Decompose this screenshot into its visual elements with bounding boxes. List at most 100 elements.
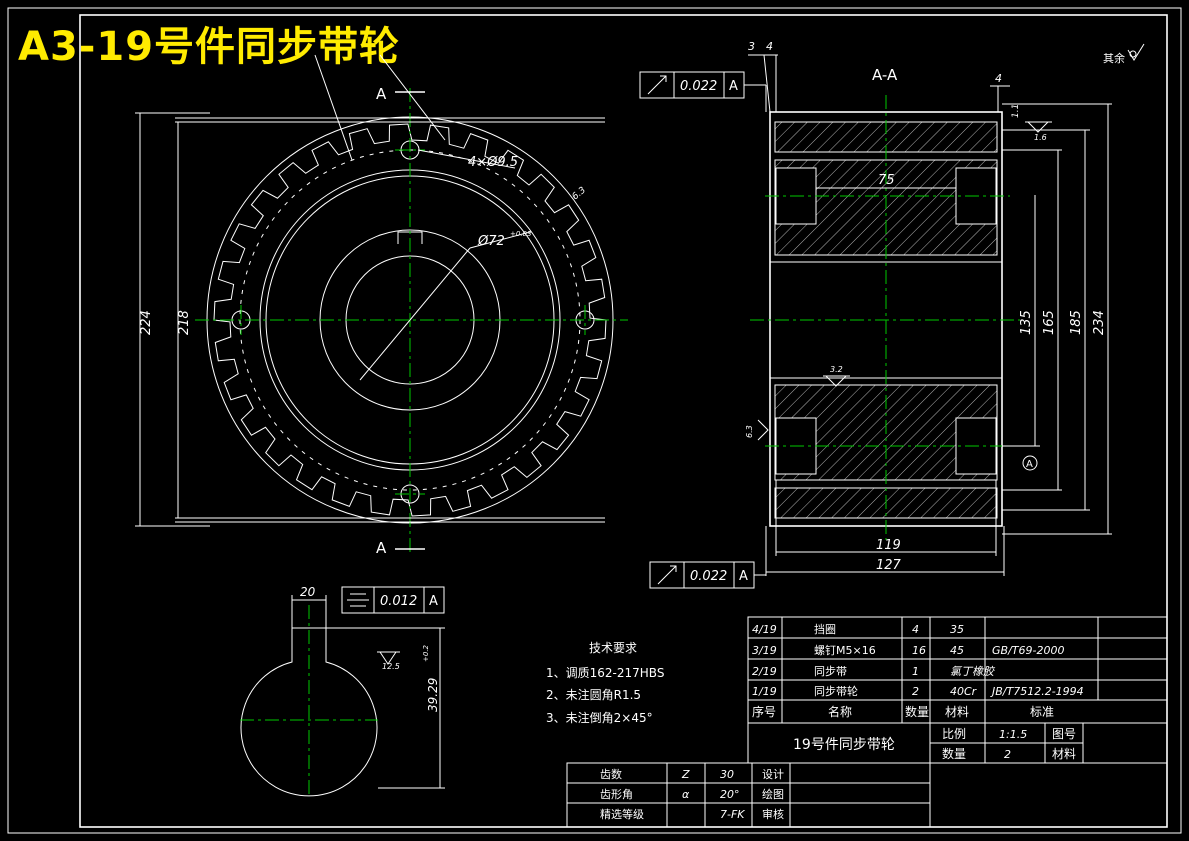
table-grid (929, 723, 1084, 763)
extension-lines (765, 480, 1005, 576)
dim-1-1: 1.1 (1011, 104, 1021, 118)
param-cell: 精选等级 (600, 807, 644, 821)
tolerance-value: 0.012 (380, 594, 417, 609)
extension-lines (291, 595, 327, 628)
dim-185: 185 (1069, 310, 1084, 335)
roughness-symbol (823, 375, 850, 387)
bom-cell: 1/19 (752, 685, 777, 698)
bom-cell: 3/19 (752, 644, 777, 657)
surface-note-circle (1129, 50, 1137, 58)
qty-label: 数量 (942, 746, 966, 761)
dim-3: 3 (748, 40, 755, 53)
bom-cell: 螺钉M5×16 (814, 644, 876, 657)
title-block: 19号件同步带轮 比例 1:1.5 图号 数量 2 材料 (566, 722, 1168, 828)
dim-4: 4 (766, 40, 773, 53)
param-cell: 审核 (762, 807, 784, 821)
bolt-pocket-right-bottom (955, 417, 997, 475)
tolerance-datum: A (429, 594, 438, 609)
runout-symbol (657, 565, 677, 585)
leader-line (417, 149, 516, 169)
tech-item-3: 3、未注倒角2×45° (546, 710, 653, 725)
frame-box (341, 586, 445, 614)
symmetry-symbol (347, 593, 369, 607)
bom-cell: 2 (912, 685, 919, 698)
param-cell: α (682, 788, 690, 801)
tech-heading: 技术要求 (589, 641, 637, 655)
dim-75: 75 (878, 173, 895, 188)
dim-127: 127 (876, 558, 902, 573)
param-cell: 30 (720, 768, 734, 781)
bom-cell: 1 (912, 665, 919, 678)
dim-119: 119 (876, 538, 901, 553)
table-border (566, 762, 1168, 828)
roughness-6-3b: 6.3 (745, 425, 754, 438)
tolerance-datum: A (739, 569, 748, 584)
dim-holes: 4×Ø9.5 (468, 155, 518, 170)
dim-218: 218 (177, 310, 192, 335)
small-dim-lines (990, 85, 1010, 112)
drawing-no-label: 图号 (1052, 727, 1076, 741)
bom-header-cell: 序号 (752, 704, 776, 719)
bom-cell: 同步带轮 (814, 684, 858, 698)
dim-4-right: 4 (995, 72, 1002, 85)
dim-bore: Ø72 (477, 234, 505, 249)
param-cell: 20° (720, 788, 740, 801)
dim-135: 135 (1019, 310, 1034, 335)
leader-line (379, 54, 446, 141)
datum-a: A (1026, 459, 1033, 470)
bom-header-cell: 材料 (945, 705, 969, 719)
param-cell: Z (681, 768, 690, 781)
extension-lines (1002, 103, 1112, 535)
dim-234: 234 (1092, 310, 1107, 335)
runout-symbol (647, 75, 667, 95)
dim-165: 165 (1042, 310, 1057, 335)
bom-header-cell: 名称 (828, 704, 852, 719)
dim-20: 20 (300, 585, 316, 599)
material-label: 材料 (1052, 747, 1076, 761)
roughness-12-5: 12.5 (382, 662, 400, 671)
roughness-symbol (757, 419, 769, 441)
tolerance-datum: A (729, 79, 738, 94)
bom-cell: JB/T7512.2-1994 (990, 685, 1084, 698)
param-cell: 齿形角 (600, 788, 633, 801)
belt-bottom (175, 517, 605, 523)
tolerance-frame-1: 0.022 A (639, 71, 767, 112)
part-name: 19号件同步带轮 (793, 737, 895, 753)
cut-plane-mark (395, 91, 425, 550)
bom-header-cell: 数量 (905, 704, 929, 719)
keyway-detail: 20 0.012 A 39.29 +0.2 12.5 (240, 585, 445, 797)
bom-cell: 2/19 (752, 665, 777, 678)
cut-label-bottom: A (376, 539, 387, 557)
param-cell: 齿数 (600, 768, 622, 781)
bom-cell: 45 (950, 644, 964, 657)
roughness-symbol (377, 651, 400, 665)
roughness-3-2: 3.2 (830, 365, 843, 374)
tolerance-frame-2: 0.022 A (649, 561, 766, 589)
leader-line (314, 54, 353, 161)
bom-cell: 35 (950, 623, 964, 636)
param-cell: 设计 (762, 768, 784, 781)
leader-line (469, 231, 531, 249)
datum-a-circle (1022, 455, 1038, 471)
tech-item-2: 2、未注圆角R1.5 (546, 687, 641, 702)
bom-cell: 4/19 (752, 623, 777, 636)
bom-header-cell: 标准 (1030, 705, 1054, 719)
param-cell: 7-FK (720, 808, 745, 821)
front-view: 224 218 4×Ø9.5 Ø72 +0.03 6.3 A A (135, 54, 628, 557)
section-label: A-A (872, 66, 898, 84)
bom-cell: 16 (912, 644, 926, 657)
bom-cell: GB/T69-2000 (992, 644, 1064, 657)
dim-bore-tol: +0.03 (510, 230, 531, 238)
dim-key-tol: +0.2 (422, 644, 430, 662)
belt-top (175, 117, 605, 123)
dim-key-depth: 39.29 (426, 678, 440, 712)
tech-requirements: 技术要求 1、调质162-217HBS 2、未注圆角R1.5 3、未注倒角2×4… (546, 641, 664, 725)
bom-cell: 4 (912, 623, 919, 636)
dim-224: 224 (139, 310, 154, 335)
keyway-profile (240, 627, 378, 797)
scale-value: 1:1.5 (999, 728, 1027, 741)
small-dim-lines (748, 54, 778, 113)
drawing-frame (79, 14, 1168, 828)
roughness-1-6: 1.6 (1034, 133, 1047, 142)
